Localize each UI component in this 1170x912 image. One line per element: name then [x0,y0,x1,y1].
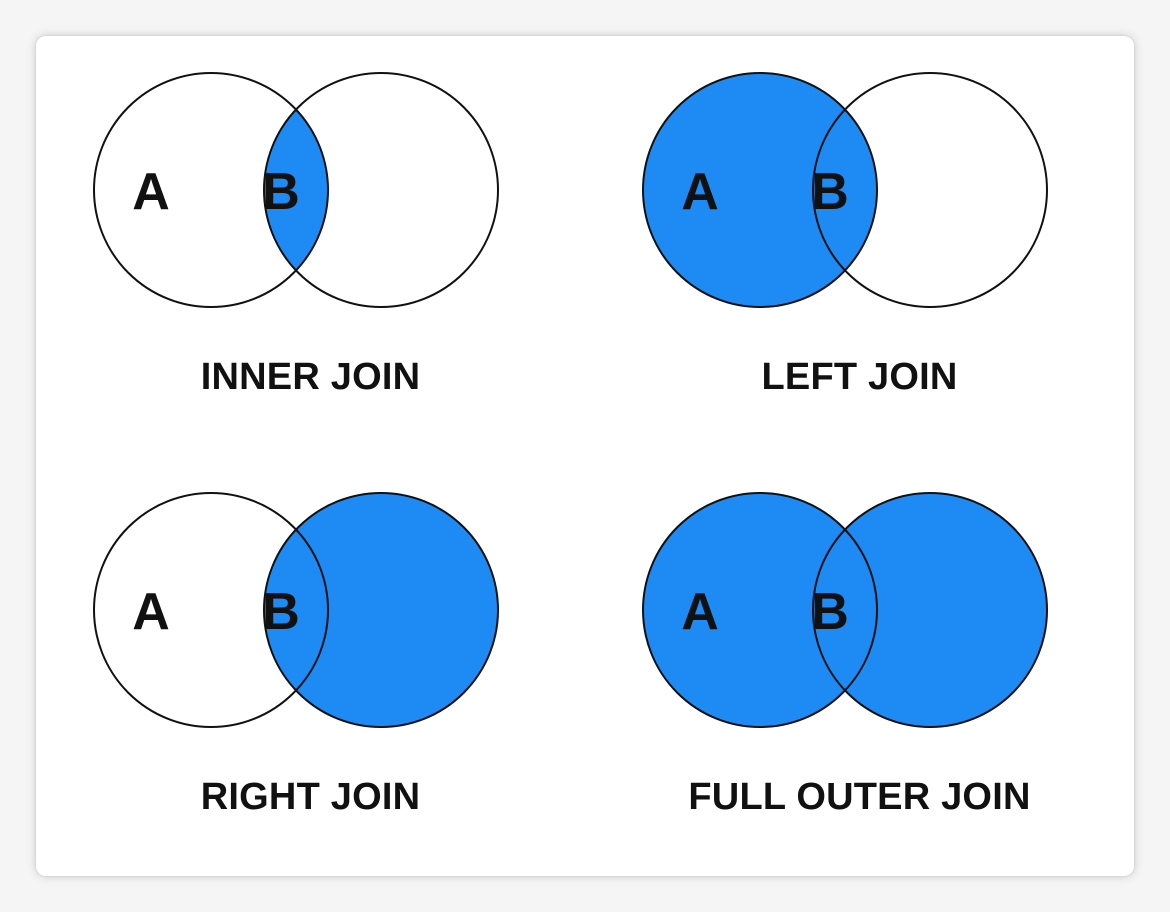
circle-a-letter: A [681,163,719,221]
circle-b-letter: B [262,583,300,641]
join-label-inner: INNER JOIN [200,356,421,398]
join-label-right: RIGHT JOIN [200,776,421,818]
circle-a-fill [643,73,877,307]
circle-a-outline [642,492,878,728]
circle-b-outline [812,492,1048,728]
circle-a-letter: A [681,583,719,641]
circle-a-letter: A [132,583,170,641]
circle-b-letter: B [811,583,849,641]
join-label-full-outer: FULL OUTER JOIN [688,776,1031,818]
intersection-fill [264,109,328,271]
circle-b-outline [263,72,499,308]
circle-a-letter: A [132,163,170,221]
circle-b-fill [813,493,1047,727]
circle-b-fill [264,493,498,727]
circle-b-letter: B [811,163,849,221]
circle-a-fill [643,493,877,727]
circle-b-letter: B [262,163,300,221]
circle-b-outline [812,72,1048,308]
join-label-left: LEFT JOIN [761,356,958,398]
circle-a-outline [642,72,878,308]
circle-a-outline [93,492,329,728]
circle-a-outline [93,72,329,308]
circle-b-outline [263,492,499,728]
